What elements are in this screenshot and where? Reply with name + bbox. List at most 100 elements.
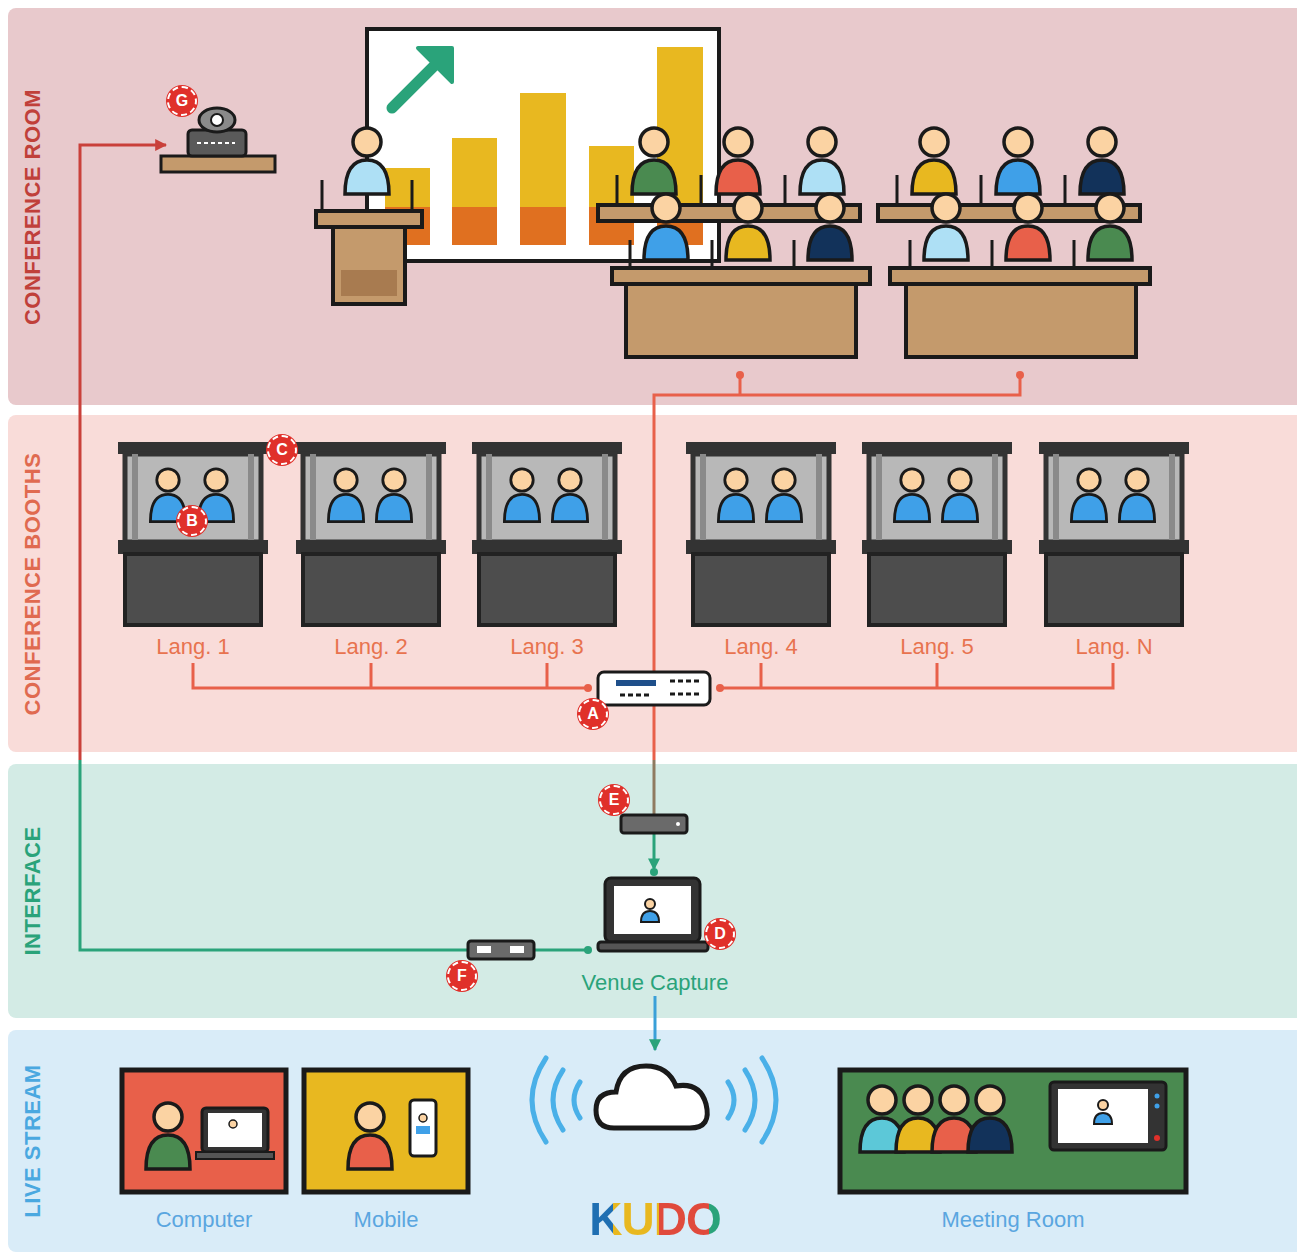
converter-boxes-part [468, 941, 534, 959]
node-label: Venue Capture [551, 970, 759, 996]
band-grounds [8, 8, 1297, 1252]
interpreter-booths [118, 442, 1189, 625]
interface-band: INTERFACEVenue Capture [8, 764, 1297, 1018]
viewer-panels-part [208, 1113, 262, 1147]
viewer-panels-part [229, 1120, 237, 1128]
node-label: Mobile [293, 1207, 479, 1233]
viewer-panels-part [202, 1108, 268, 1152]
ptz-camera-part [188, 130, 246, 156]
callout-letter: G [167, 86, 197, 116]
viewer-panels-part [1098, 1100, 1108, 1110]
wires-part-part [584, 684, 592, 692]
interpreter-booths-part [296, 442, 446, 625]
delegate-tables-part [1088, 194, 1132, 260]
presentation-screen-part-part [520, 93, 566, 245]
node-label: Computer [111, 1207, 297, 1233]
wires-part [653, 760, 656, 815]
presentation-screen-part-part [452, 138, 497, 245]
converter-boxes-part [510, 946, 524, 953]
callout-letter: F [447, 961, 477, 991]
viewer-panels-part [122, 1070, 286, 1192]
viewer-panels-part [304, 1070, 468, 1192]
node-label: Lang. 3 [468, 634, 626, 660]
wires-part-part [654, 375, 1020, 672]
wires-part-part [1016, 371, 1024, 379]
interpreter-booths-part [472, 442, 622, 625]
viewer-panels-part [1155, 1094, 1160, 1099]
cloud-part [532, 1058, 776, 1142]
viewer-panels-part [1050, 1082, 1166, 1150]
ptz-camera [161, 108, 275, 172]
callout-letter: E [599, 785, 629, 815]
delegate-tables-part [912, 128, 956, 194]
cloud-part-part [553, 1070, 563, 1130]
wires-part [653, 833, 656, 868]
delegate-tables-part [632, 128, 676, 194]
node-label: Lang. 1 [114, 634, 272, 660]
delegate-tables [598, 128, 1150, 357]
interpretation-unit-part [620, 681, 700, 695]
interpretation-unit [598, 672, 710, 705]
stream-connector [654, 996, 657, 1050]
speaker-podium-part [316, 211, 422, 227]
node-label: Lang. 4 [682, 634, 840, 660]
cloud-part-part [574, 1082, 580, 1118]
node-label: Lang. N [1035, 634, 1193, 660]
viewer-panels-part [416, 1126, 430, 1134]
viewer-panels-part [348, 1103, 392, 1169]
wires-part [80, 760, 588, 950]
viewer-panels-part [840, 1070, 1186, 1192]
viewer-panels-part [1155, 1104, 1160, 1109]
speaker-podium-part [322, 180, 412, 210]
ptz-camera-part [211, 114, 223, 126]
delegate-tables-part [808, 194, 852, 260]
delegate-tables-part [890, 268, 1150, 284]
interpreter-booths-part [118, 442, 268, 625]
brand-logo: KUDO [551, 1192, 759, 1246]
viewer-panels [122, 1070, 1186, 1192]
delegate-tables-part [1080, 128, 1124, 194]
interpreter-booth: Lang. 4 [682, 442, 840, 660]
wires-part [193, 375, 1113, 760]
delegate-tables-part [626, 284, 856, 357]
viewer-panels-part [410, 1100, 436, 1156]
delegate-tables-part [617, 175, 1074, 267]
presentation-screen-part-part [452, 207, 497, 245]
viewer-panels-part [968, 1086, 1012, 1152]
wires-part-part [650, 868, 658, 876]
delegate-tables-part [644, 194, 688, 260]
viewer-panels-part [1154, 1135, 1160, 1141]
delegate-tables-part [726, 194, 770, 260]
viewer-panel: Mobile [293, 1065, 479, 1233]
band-grounds-part [8, 1030, 1297, 1252]
wires-part-part [716, 684, 724, 692]
interpreter-booths-part [686, 442, 836, 625]
viewer-panels-part [419, 1114, 427, 1122]
livestream-band: LIVE STREAM ComputerMobile Meeting Room KUD… [8, 1030, 1297, 1252]
band-title: CONFERENCE ROOM [20, 88, 46, 324]
node-label: Lang. 5 [858, 634, 1016, 660]
wires-part-part [736, 371, 744, 379]
speaker-podium-part [345, 128, 389, 194]
interpreter-booth: Lang. 2 [292, 442, 450, 660]
delegate-tables-part [996, 128, 1040, 194]
viewer-panels-part [1094, 1113, 1112, 1124]
node-label: Meeting Room [829, 1207, 1197, 1233]
delegate-tables-part [924, 194, 968, 260]
wires-part [584, 371, 1024, 954]
laptop [598, 878, 708, 951]
cloud-part-part [532, 1058, 546, 1142]
laptop-part [598, 942, 708, 951]
band-grounds-part [8, 8, 1297, 405]
interpreter-booth: Lang. N [1035, 442, 1193, 660]
ptz-camera-part [161, 156, 275, 172]
node-label: Lang. 2 [292, 634, 450, 660]
viewer-panels-part [1058, 1089, 1148, 1143]
band-title: LIVE STREAM [20, 1064, 46, 1217]
laptop-part [605, 878, 700, 942]
callout-letter: B [177, 506, 207, 536]
interpreter-booths-part [1039, 442, 1189, 625]
delegate-tables-part [906, 284, 1136, 357]
